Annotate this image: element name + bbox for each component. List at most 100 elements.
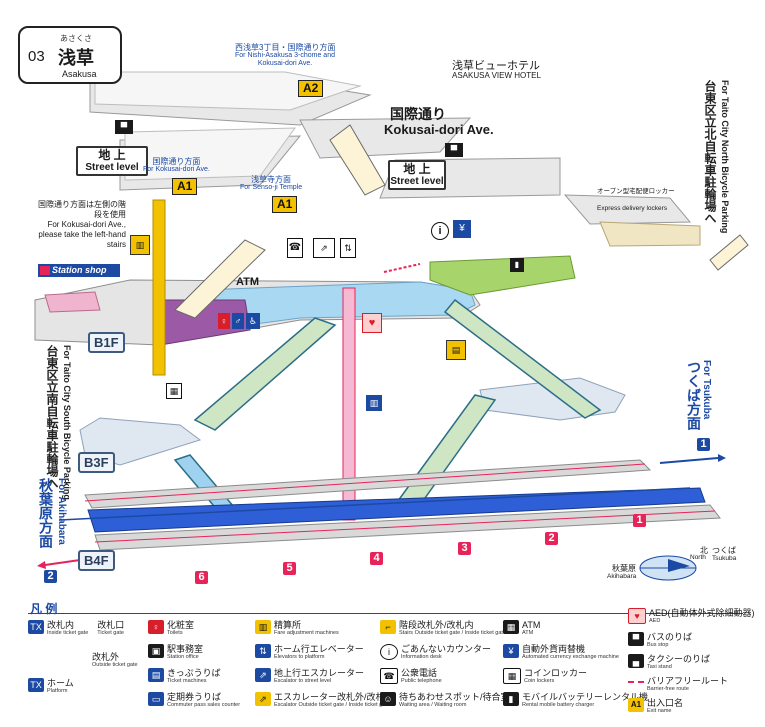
legend-escalator-gate: ⇗ エスカレーター改札外/改札内 Escalator Outside ticke… <box>255 692 394 709</box>
platform-number-4: 4 <box>370 552 383 565</box>
legend-text: Ticket gate <box>97 630 124 636</box>
telephone-icon: ☎ <box>287 238 303 258</box>
bike-north-jp: 台東区立北自転車駐輪場へ <box>703 80 717 224</box>
legend-toilets: ♀ 化粧室 Toilets <box>148 620 194 637</box>
stairs-note-jp: 国際通り方面は左側の階段を使用 <box>38 200 126 219</box>
currency-exchange-icon: ¥ <box>453 220 471 238</box>
tx-logo-icon: TX <box>28 620 44 634</box>
escalator-icon: ⇗ <box>313 238 335 258</box>
legend-text: Stairs Outside ticket gate / Inside tick… <box>399 630 506 636</box>
elevator-icon: ⇅ <box>340 238 356 258</box>
legend-text: Rental mobile battery charger <box>522 702 595 708</box>
station-id-box: 03 あさくさ 浅草 Asakusa <box>18 26 122 84</box>
station-map: 03 あさくさ 浅草 Asakusa 西浅草3丁目・国際通り方面 For Nis… <box>18 26 749 584</box>
legend-ticket-gate-inside: TX 改札内 Inside ticket gate 改札口 Ticket gat… <box>28 620 124 637</box>
waiting-area-icon: ☺ <box>380 692 396 706</box>
station-name-kanji: 浅草 <box>58 48 94 69</box>
platform-number-5: 5 <box>283 562 296 575</box>
exit-a2-caption-en: For Nishi-Asakusa 3-chome and Kokusai-do… <box>235 52 335 67</box>
street-level-sign-right: 地 上 Street level <box>388 160 446 190</box>
lockers-label-jp: オープン型宅配便ロッカー <box>597 188 675 195</box>
legend-text: Fare adjustment machines <box>274 630 339 636</box>
legend-atm: ▦ ATM ATM <box>503 620 540 637</box>
legend-text: 改札口 <box>97 620 125 630</box>
escalator-icon: ⇗ <box>255 692 271 706</box>
atm-label: ATM <box>236 276 260 288</box>
currency-exchange-icon: ¥ <box>503 644 519 658</box>
legend-text: Inside ticket gate <box>47 630 89 636</box>
a1-elevator-shaft <box>152 199 166 376</box>
legend-text: タクシーのりば <box>647 654 711 664</box>
legend-commuter-pass: ▭ 定期券うりば Commuter pass sales counter <box>148 692 240 709</box>
hotel-label-en: ASAKUSA VIEW HOTEL <box>452 71 541 80</box>
legend-text: 階段改札外/改札内 <box>399 620 474 630</box>
exit-a2-badge[interactable]: A2 <box>298 80 324 97</box>
legend-exit-name: A1 出入口名 Exit name <box>628 698 683 715</box>
fare-adjustment-icon: ▥ <box>255 620 271 634</box>
atm-icon: ▦ <box>503 620 519 634</box>
exit-a1-left-jp: 国際通り方面 <box>152 157 201 166</box>
legend-text: 改札外 <box>92 652 120 662</box>
station-number: 03 <box>28 48 45 65</box>
commuter-pass-icon: ▭ <box>148 692 164 706</box>
exit-a1-left-en: For Kokusai-dori Ave. <box>143 166 210 173</box>
tsukuba-en: For Tsukuba <box>701 360 712 420</box>
legend-battery: ▮ モバイルバッテリーレンタル機 Rental mobile battery c… <box>503 692 648 709</box>
legend-text: コインロッカー <box>524 668 588 678</box>
legend-text: Exit name <box>647 708 672 714</box>
compass-tsukuba-en: Tsukuba <box>712 555 737 562</box>
legend-text: ホーム <box>47 678 74 688</box>
legend-text: バスのりば <box>647 632 693 642</box>
station-name-kana: あさくさ <box>60 34 92 43</box>
legend-text: 出入口名 <box>647 698 684 708</box>
exit-a1-right-en: For Senso-ji Temple <box>240 184 303 191</box>
legend-text: 待ちあわせスポット/待合室 <box>399 692 510 702</box>
floor-b1f: B1F <box>88 332 125 353</box>
bike-south-jp: 台東区立南自転車駐輪場へ <box>45 345 59 489</box>
legend-text: 定期券うりば <box>167 692 222 702</box>
aed-icon: ♥ <box>362 313 382 333</box>
street-level-jp: 地 上 <box>98 148 126 162</box>
legend-bus: ▀ バスのりば Bus stop <box>628 632 692 649</box>
exit-a1-left-badge[interactable]: A1 <box>172 178 198 195</box>
tsukuba-direction-number: 1 <box>697 438 710 451</box>
legend-station-office: ▣ 駅事務室 Station office <box>148 644 203 661</box>
legend-text: ホーム行エレベーター <box>274 644 364 654</box>
legend-text: Elevators to platform <box>274 654 325 660</box>
legend-text: Escalator to street level <box>274 678 332 684</box>
information-icon: i <box>380 644 398 660</box>
b4f-platform <box>59 459 721 551</box>
floor-b3f: B3F <box>78 452 115 473</box>
bike-north-en: For Taito City North Bicycle Parking <box>720 80 730 234</box>
legend-coin-lockers: ▦ コインロッカー Coin lockers <box>503 668 587 685</box>
toilet-icon: ♀ <box>148 620 164 634</box>
legend-text: きっぷうりば <box>167 668 221 678</box>
exit-a2-caption-jp: 西浅草3丁目・国際通り方面 <box>235 43 336 52</box>
toilet-male-icon: ♂ <box>232 313 244 329</box>
legend-text: Information desk <box>401 654 442 660</box>
exit-a1-right-badge[interactable]: A1 <box>272 196 298 213</box>
tsukuba-jp: つくば方面 <box>686 360 702 430</box>
street-level-en: Street level <box>390 176 444 187</box>
legend-text: Ticket machines <box>167 678 207 684</box>
legend-text: AED <box>649 618 661 624</box>
compass-north-jp: 北 <box>700 546 708 555</box>
legend: 凡 例 TX 改札内 Inside ticket gate 改札口 Ticket… <box>0 600 765 727</box>
exit-a1-right-jp: 浅草寺方面 <box>251 175 292 184</box>
battery-charger-icon: ▮ <box>510 258 524 272</box>
escalator-icon: ⇗ <box>255 668 271 682</box>
akihabara-direction-number: 2 <box>44 570 57 583</box>
legend-taxi: ▄ タクシーのりば Taxi stand <box>628 654 710 671</box>
station-shop-banner[interactable]: Station shop <box>38 264 120 277</box>
legend-text: Commuter pass sales counter <box>167 702 241 708</box>
fare-adjustment-icon: ▥ <box>130 235 150 255</box>
compass <box>639 555 697 581</box>
legend-stairs-gate: ⌐ 階段改札外/改札内 Stairs Outside ticket gate /… <box>380 620 506 637</box>
station-diagram <box>34 71 749 581</box>
legend-text: 公衆電話 <box>401 668 438 678</box>
legend-text: Public telephone <box>401 678 442 684</box>
legend-text: Toilets <box>167 630 183 636</box>
stairs <box>174 124 749 319</box>
coin-locker-icon: ▦ <box>166 383 182 399</box>
compass-akiba-en: Akihabara <box>607 573 637 580</box>
